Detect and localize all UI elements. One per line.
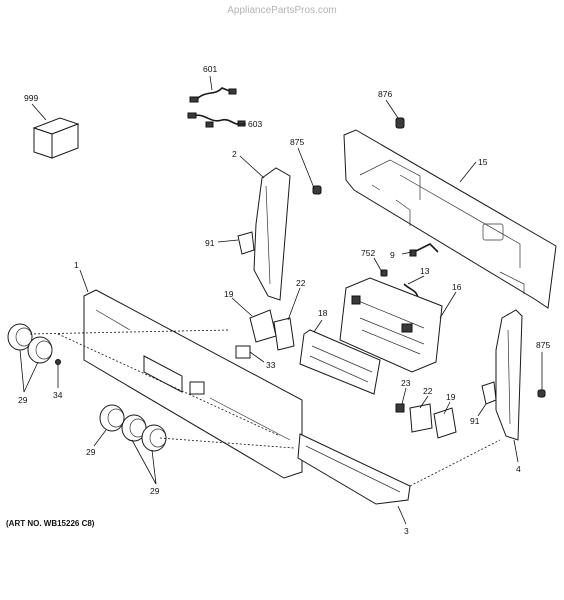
part-9-connector [409, 243, 439, 257]
part-18-keypad-display [299, 329, 381, 395]
part-876-clip [395, 117, 405, 129]
callout-22-lower: 22 [423, 386, 433, 396]
part-19-switch-upper [249, 309, 277, 343]
callout-876: 876 [378, 89, 392, 99]
callout-4: 4 [516, 464, 521, 474]
callout-34: 34 [53, 390, 63, 400]
part-29-knob-3 [99, 404, 125, 432]
callout-15: 15 [478, 157, 488, 167]
part-999-kit-box [32, 117, 80, 159]
part-34-screw [55, 359, 61, 365]
part-603-harness [187, 112, 246, 128]
part-22-switch-lower [409, 403, 433, 433]
callout-13: 13 [420, 266, 430, 276]
part-15-back-panel [343, 129, 557, 309]
callout-999: 999 [24, 93, 38, 103]
callout-18: 18 [318, 308, 328, 318]
callout-16: 16 [452, 282, 462, 292]
part-29-knob-2 [27, 336, 53, 364]
callout-2: 2 [232, 149, 237, 159]
part-4-right-end-cap [495, 309, 523, 441]
watermark: AppliancePartsPros.com [227, 5, 337, 16]
part-601-harness [189, 87, 237, 103]
callout-91-left: 91 [205, 238, 215, 248]
callout-29-lower: 29 [150, 486, 160, 496]
part-23-clip [395, 403, 405, 413]
callout-875-upper: 875 [290, 137, 304, 147]
callout-29-lower-left: 29 [86, 447, 96, 457]
part-1-control-panel [83, 289, 303, 479]
callout-601: 601 [203, 64, 217, 74]
callout-1: 1 [74, 260, 79, 270]
part-91-bracket-left [237, 231, 255, 255]
callout-9: 9 [390, 250, 395, 260]
art-number-label: (ART NO. WB15226 C8) [6, 519, 95, 528]
callout-603: 603 [248, 119, 262, 129]
callout-3: 3 [404, 526, 409, 536]
callout-752: 752 [361, 248, 375, 258]
part-3-lower-trim [297, 433, 411, 505]
part-16-control-board [339, 277, 443, 373]
callout-19-upper: 19 [224, 289, 234, 299]
part-33-bracket [235, 345, 251, 359]
callout-19-lower: 19 [446, 392, 456, 402]
callout-23: 23 [401, 378, 411, 388]
callout-29-upper: 29 [18, 395, 28, 405]
leader-lines [19, 75, 543, 525]
callout-875-right: 875 [536, 340, 550, 350]
part-875-screw-upper [312, 185, 322, 195]
callout-33: 33 [266, 360, 276, 370]
part-22-switch-upper [273, 317, 295, 351]
part-29-knob-1 [7, 323, 33, 351]
callout-91-right: 91 [470, 416, 480, 426]
part-752-screw [380, 269, 388, 277]
part-2-left-end-cap [253, 167, 291, 301]
part-29-knob-5 [141, 424, 167, 452]
callout-22-upper: 22 [296, 278, 306, 288]
part-875-screw-right [537, 389, 546, 398]
part-91-bracket-right [481, 381, 497, 405]
